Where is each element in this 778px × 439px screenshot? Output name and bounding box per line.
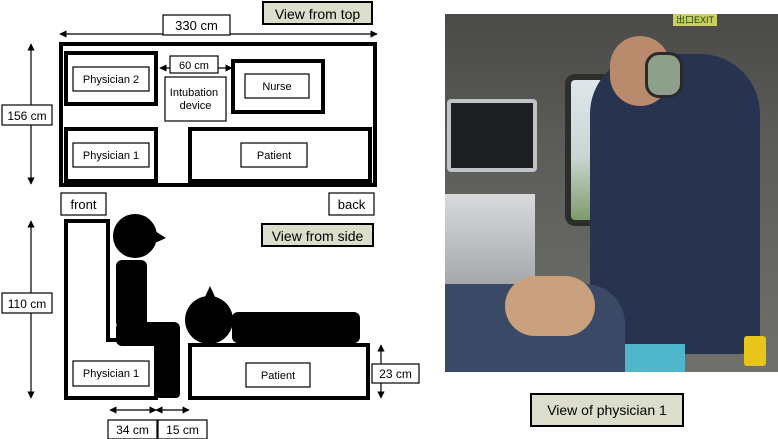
physician-view-photo: 出口EXIT <box>445 14 778 372</box>
patient-label-side: Patient <box>261 370 295 382</box>
leg-width-label: 15 cm <box>166 423 199 437</box>
physician1-box-side <box>72 360 150 387</box>
back-label: back <box>338 197 366 212</box>
nurse-box <box>244 73 310 99</box>
front-label: front <box>70 197 96 212</box>
patient-monitor <box>447 99 537 172</box>
nurse-seat <box>231 59 325 114</box>
seated-physician-shin <box>156 338 180 398</box>
yellow-container <box>744 336 766 366</box>
patient-box-top <box>240 142 308 168</box>
side-height-label-box <box>1 292 53 314</box>
width-dimension-label-box <box>162 14 231 36</box>
patient-label-top: Patient <box>257 150 291 162</box>
stretcher-top <box>188 127 372 183</box>
side-height-label: 110 cm <box>8 297 46 311</box>
lying-patient-body <box>232 312 360 343</box>
nurse-label: Nurse <box>262 81 291 93</box>
supply-shelf <box>445 194 535 294</box>
exit-sign: 出口EXIT <box>673 14 717 26</box>
seat-depth-label: 34 cm <box>116 423 149 437</box>
lying-patient-nose <box>204 286 216 299</box>
headset-icon <box>645 52 683 98</box>
top-height-label-box <box>1 104 53 126</box>
photo-caption: View of physician 1 <box>547 402 667 418</box>
stretcher-height-label-box <box>371 363 420 384</box>
physician1-label-top: Physician 1 <box>83 150 139 162</box>
seated-physician-head <box>113 214 157 258</box>
seated-physician-nose <box>155 231 166 243</box>
physician1-label-side: Physician 1 <box>83 368 139 380</box>
seated-physician-torso <box>116 260 147 328</box>
patient-box-side <box>245 362 311 388</box>
cabin-outline-top <box>59 42 377 187</box>
lying-patient-head <box>185 296 233 344</box>
lying-patient-figure <box>185 286 360 344</box>
width-dimension-label: 330 cm <box>175 18 218 33</box>
gap-label: 60 cm <box>179 60 209 72</box>
leg-width-label-box <box>157 419 208 439</box>
physician2-box <box>72 66 150 92</box>
top-view-title-box <box>262 1 373 25</box>
stretcher-outline-side <box>188 343 370 400</box>
intubation-label-line1: Intubation <box>170 87 218 99</box>
physician1-seat-top <box>64 127 158 183</box>
physician2-seat <box>64 51 158 106</box>
side-view-title-box <box>261 223 374 247</box>
side-view-title: View from side <box>272 228 364 244</box>
back-box <box>328 192 375 216</box>
top-view: View from top 330 cm 156 cm Physician 2 … <box>1 1 378 187</box>
intubation-label: Intubation device <box>170 87 221 112</box>
intubation-label-line2: device <box>180 100 212 112</box>
photo-caption-box <box>530 393 684 427</box>
top-height-label: 156 cm <box>7 109 46 123</box>
seated-physician-figure <box>113 214 180 398</box>
gap-label-box <box>169 55 219 74</box>
stretcher-height-label: 23 cm <box>379 367 412 381</box>
physician2-label: Physician 2 <box>83 74 139 86</box>
seat-depth-label-box <box>107 419 158 439</box>
intubation-device-box <box>164 76 227 122</box>
front-box <box>60 192 107 216</box>
physician1-box-top <box>72 142 150 168</box>
patient-manikin-face <box>505 276 595 336</box>
side-view: View from side 110 cm Physician 1 Patien… <box>1 214 420 439</box>
top-view-title: View from top <box>275 6 361 22</box>
